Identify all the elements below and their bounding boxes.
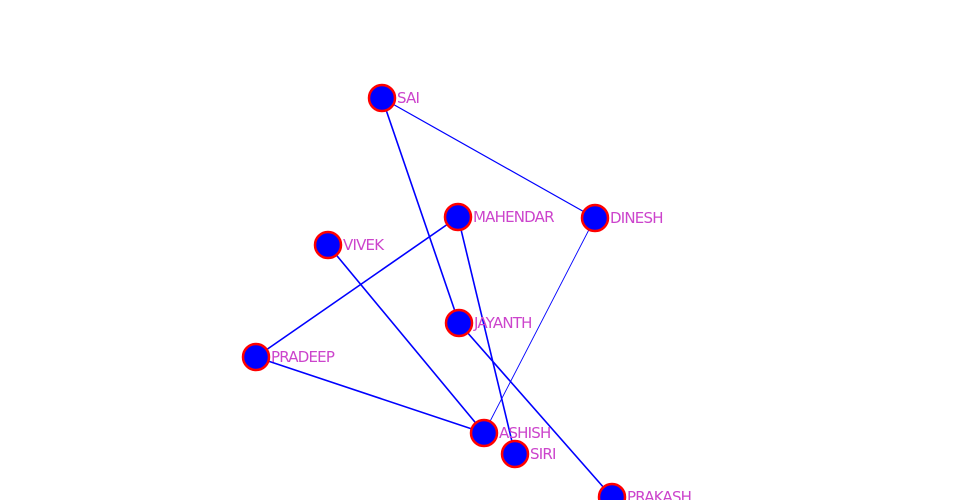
nodes-layer: SAI MAHENDAR DINESH VIVEK JAYANTH PRADEEP ASHI… <box>241 83 692 500</box>
node-label-pradeep: PRADEEP <box>271 348 335 366</box>
node-circle-jayanth[interactable] <box>444 308 474 338</box>
node-circle-siri[interactable] <box>500 439 530 469</box>
node-label-prakash: PRAKASH <box>627 488 691 500</box>
edge-sai-dinesh <box>381 97 596 219</box>
node-circle-mahendar[interactable] <box>443 202 473 232</box>
node-label-sai: SAI <box>397 89 419 107</box>
node-mahendar[interactable]: MAHENDAR <box>443 202 555 232</box>
edge-sai-jayanth <box>381 97 460 324</box>
node-circle-pradeep[interactable] <box>241 342 271 372</box>
edge-dinesh-ashish <box>483 217 596 434</box>
node-label-mahendar: MAHENDAR <box>473 208 554 226</box>
edge-jayanth-prakash <box>458 322 613 498</box>
node-label-vivek: VIVEK <box>343 236 385 254</box>
edges-layer <box>255 97 613 498</box>
edge-vivek-ashish <box>327 244 485 434</box>
edge-pradeep-ashish <box>255 356 485 434</box>
node-vivek[interactable]: VIVEK <box>313 230 386 260</box>
node-ashish[interactable]: ASHISH <box>469 418 551 448</box>
edge-mahendar-pradeep <box>255 216 459 358</box>
node-sai[interactable]: SAI <box>367 83 420 113</box>
node-prakash[interactable]: PRAKASH <box>597 482 692 500</box>
node-circle-dinesh[interactable] <box>580 203 610 233</box>
node-label-dinesh: DINESH <box>610 209 663 227</box>
node-label-ashish: ASHISH <box>499 424 551 442</box>
node-label-jayanth: JAYANTH <box>473 314 532 332</box>
edge-mahendar-siri <box>457 216 516 455</box>
node-circle-prakash[interactable] <box>597 482 627 500</box>
node-circle-vivek[interactable] <box>313 230 343 260</box>
node-dinesh[interactable]: DINESH <box>580 203 663 233</box>
node-jayanth[interactable]: JAYANTH <box>444 308 532 338</box>
node-label-siri: SIRI <box>530 445 556 463</box>
node-circle-ashish[interactable] <box>469 418 499 448</box>
node-pradeep[interactable]: PRADEEP <box>241 342 336 372</box>
node-circle-sai[interactable] <box>367 83 397 113</box>
node-siri[interactable]: SIRI <box>500 439 556 469</box>
